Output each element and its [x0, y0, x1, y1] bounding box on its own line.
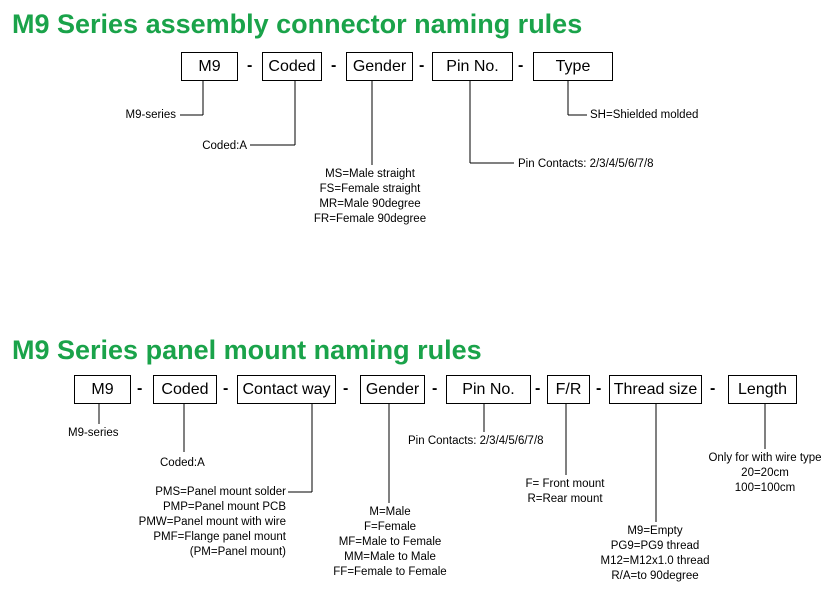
assembly-dash: - — [518, 57, 524, 74]
panel-length-item: 100=100cm — [734, 482, 796, 494]
assembly-series-label: M9-series — [125, 109, 176, 121]
panel-series-label: M9-series — [68, 427, 119, 439]
panel-thread-item: PG9=PG9 thread — [610, 540, 700, 552]
panel-dash: - — [710, 380, 716, 397]
panel-gender-item: FF=Female to Female — [333, 566, 447, 578]
panel-dash: - — [137, 380, 143, 397]
panel-thread-item: M12=M12x1.0 thread — [600, 555, 710, 567]
panel-length-item: 20=20cm — [741, 467, 789, 479]
panel-box-fr: F/R — [547, 375, 590, 404]
panel-length-list: Only for with wire type 20=20cm 100=100c… — [690, 451, 828, 496]
assembly-box-pin-no: Pin No. — [432, 52, 513, 81]
assembly-coded-label: Coded:A — [202, 140, 247, 152]
panel-contact-way-item: (PM=Panel mount) — [189, 546, 286, 558]
assembly-gender-item: FR=Female 90degree — [313, 213, 427, 225]
panel-gender-item: MM=Male to Male — [344, 551, 436, 563]
assembly-dash: - — [419, 57, 425, 74]
panel-fr-list: F= Front mount R=Rear mount — [505, 477, 625, 507]
panel-fr-item: R=Rear mount — [527, 493, 603, 505]
assembly-type-label: SH=Shielded molded — [590, 109, 699, 121]
assembly-dash: - — [247, 57, 253, 74]
assembly-gender-item: MR=Male 90degree — [319, 198, 421, 210]
panel-box-length: Length — [728, 375, 797, 404]
assembly-title: M9 Series assembly connector naming rule… — [12, 9, 583, 39]
panel-dash: - — [343, 380, 349, 397]
panel-contact-way-item: PMP=Panel mount PCB — [162, 501, 286, 513]
panel-box-pin-no: Pin No. — [446, 375, 531, 404]
assembly-gender-item: FS=Female straight — [319, 183, 421, 195]
panel-box-thread-size: Thread size — [609, 375, 702, 404]
panel-dash: - — [596, 380, 602, 397]
panel-contact-way-item: PMS=Panel mount solder — [155, 486, 286, 498]
assembly-gender-list: MS=Male straight FS=Female straight MR=M… — [290, 167, 450, 227]
panel-contact-way-item: PMF=Flange panel mount — [153, 531, 286, 543]
assembly-box-type: Type — [533, 52, 613, 81]
panel-contact-way-item: PMW=Panel mount with wire — [138, 516, 286, 528]
panel-length-item: Only for with wire type — [708, 452, 822, 464]
panel-thread-item: M9=Empty — [627, 525, 683, 537]
panel-thread-item: R/A=to 90degree — [611, 570, 699, 582]
panel-fr-item: F= Front mount — [525, 478, 605, 490]
panel-dash: - — [223, 380, 229, 397]
assembly-box-coded: Coded — [262, 52, 322, 81]
panel-thread-list: M9=Empty PG9=PG9 thread M12=M12x1.0 thre… — [585, 524, 725, 584]
panel-box-coded: Coded — [153, 375, 217, 404]
panel-box-gender: Gender — [360, 375, 425, 404]
panel-title: M9 Series panel mount naming rules — [12, 335, 482, 365]
panel-box-m9: M9 — [74, 375, 131, 404]
panel-coded-label: Coded:A — [160, 457, 205, 469]
assembly-gender-item: MS=Male straight — [325, 168, 415, 180]
assembly-dash: - — [331, 57, 337, 74]
panel-box-contact-way: Contact way — [237, 375, 336, 404]
panel-gender-list: M=Male F=Female MF=Male to Female MM=Mal… — [310, 505, 470, 580]
panel-contact-way-list: PMS=Panel mount solder PMP=Panel mount P… — [110, 485, 286, 560]
assembly-pins-label: Pin Contacts: 2/3/4/5/6/7/8 — [518, 158, 654, 170]
assembly-box-m9: M9 — [181, 52, 238, 81]
assembly-box-gender: Gender — [346, 52, 413, 81]
panel-dash: - — [432, 380, 438, 397]
panel-gender-item: MF=Male to Female — [338, 536, 442, 548]
panel-pins-label: Pin Contacts: 2/3/4/5/6/7/8 — [408, 435, 544, 447]
panel-dash: - — [535, 380, 541, 397]
panel-gender-item: F=Female — [363, 521, 417, 533]
panel-gender-item: M=Male — [369, 506, 411, 518]
